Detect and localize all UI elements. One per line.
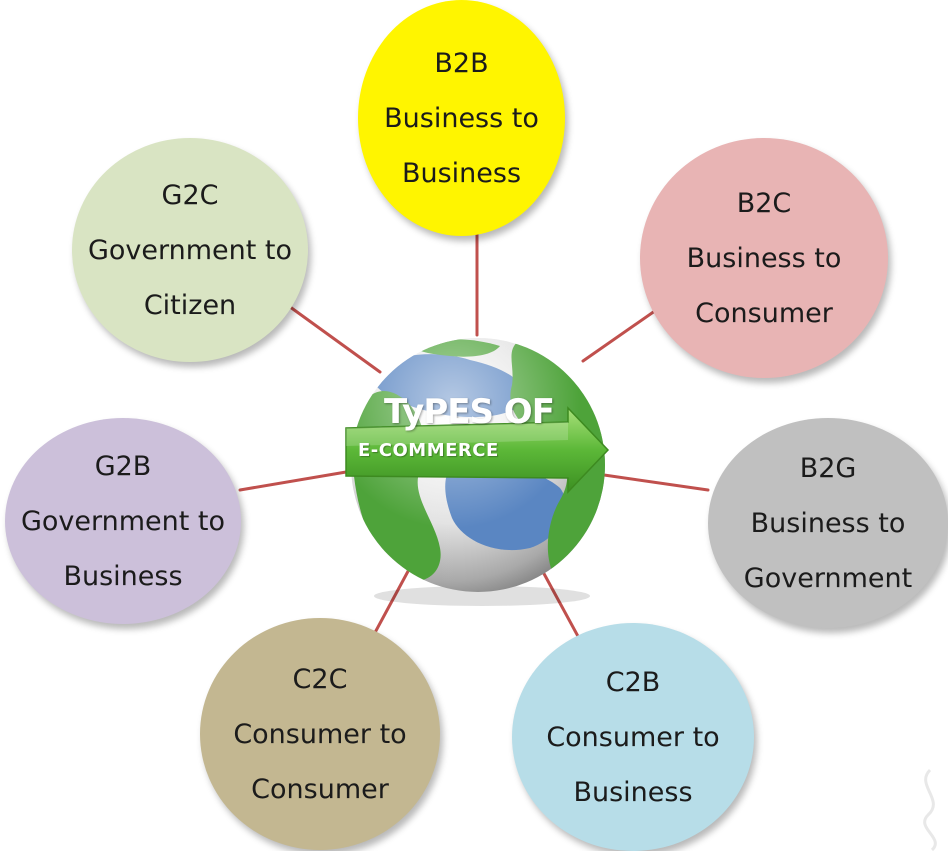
connector-b2g bbox=[602, 473, 710, 492]
node-label-line1: Government to bbox=[20, 505, 226, 537]
node-b2b: B2B Business to Business bbox=[358, 0, 565, 236]
node-label-line2: Business bbox=[401, 157, 522, 189]
node-label-line1: Business to bbox=[384, 102, 539, 134]
arrow-banner bbox=[345, 406, 610, 494]
node-label-line2: Consumer bbox=[251, 773, 389, 805]
node-code: G2B bbox=[94, 450, 152, 482]
arrow-shape bbox=[345, 406, 610, 494]
node-b2c: B2C Business to Consumer bbox=[640, 138, 888, 378]
node-c2b: C2B Consumer to Business bbox=[512, 623, 754, 851]
node-code: B2B bbox=[434, 47, 489, 79]
node-label-line1: Consumer to bbox=[546, 721, 720, 753]
connector-lines bbox=[238, 224, 710, 642]
node-label-line1: Business to bbox=[750, 507, 906, 539]
node-code: C2B bbox=[605, 666, 661, 698]
node-label-line2: Business bbox=[63, 560, 183, 592]
node-code: B2C bbox=[736, 187, 792, 219]
connector-b2c bbox=[581, 304, 664, 363]
center-subtitle: E-COMMERCE bbox=[358, 440, 499, 461]
node-g2b: G2B Government to Business bbox=[5, 418, 241, 624]
node-b2g: B2G Business to Government bbox=[708, 418, 948, 628]
node-label-line1: Business to bbox=[686, 242, 842, 274]
node-label-line1: Government to bbox=[87, 234, 293, 266]
node-label-line2: Business bbox=[573, 776, 693, 808]
node-code: C2C bbox=[292, 663, 348, 695]
connector-c2c bbox=[369, 560, 415, 642]
connector-c2b bbox=[540, 568, 582, 642]
node-g2c: G2C Government to Citizen bbox=[72, 138, 308, 362]
node-code: G2C bbox=[161, 179, 219, 211]
node-code: B2G bbox=[799, 452, 857, 484]
watermark-symbol bbox=[923, 768, 937, 851]
connector-g2c bbox=[284, 302, 382, 374]
node-label-line2: Consumer bbox=[695, 297, 833, 329]
center-title: TyPES OF bbox=[384, 392, 555, 432]
connector-g2b bbox=[238, 469, 354, 492]
node-label-line2: Citizen bbox=[143, 289, 237, 321]
node-c2c: C2C Consumer to Consumer bbox=[200, 618, 440, 850]
node-label-line1: Consumer to bbox=[233, 718, 407, 750]
node-label-line2: Government bbox=[743, 562, 913, 594]
